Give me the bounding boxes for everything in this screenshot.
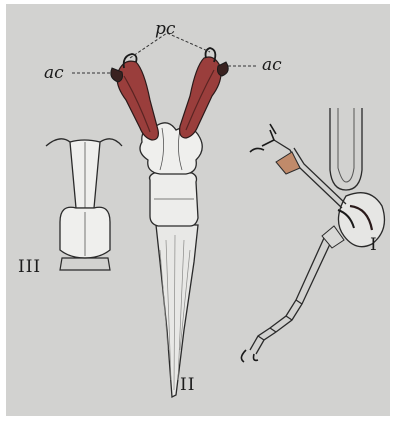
figure-I-lower-limb xyxy=(250,228,340,354)
label-figure-III: III xyxy=(18,257,41,277)
label-figure-II: II xyxy=(180,375,195,395)
figure-II-appendage-left xyxy=(117,61,158,140)
figure-II-segment xyxy=(150,173,199,226)
figure-I xyxy=(241,108,384,362)
label-figure-I: I xyxy=(370,235,378,255)
figure-III-base xyxy=(60,258,110,270)
figure-I-upper-limb xyxy=(274,140,346,208)
label-ac-left: ac xyxy=(44,63,64,83)
label-pc: pc xyxy=(155,19,176,39)
figure-II-shaft xyxy=(156,225,198,397)
figure-I-claw xyxy=(241,350,258,362)
label-ac-right: ac xyxy=(262,55,282,75)
figure-III xyxy=(46,139,122,270)
figure-I-tube xyxy=(330,108,362,190)
